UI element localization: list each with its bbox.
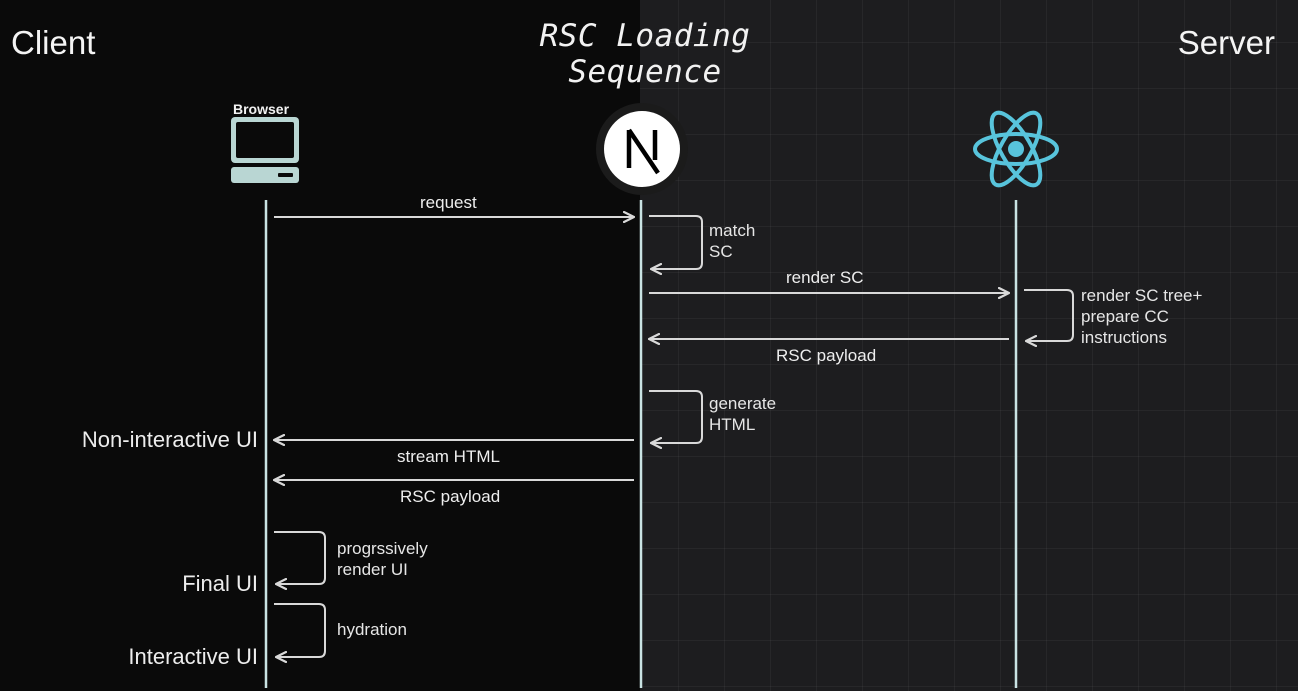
- render-tree-loop: [1024, 289, 1074, 341]
- rsc-payload-to-browser-label: RSC payload: [400, 487, 501, 506]
- server-background-grid: [640, 0, 1298, 691]
- progressive-render-note-line: render UI: [337, 560, 408, 579]
- hydration-note-line: hydration: [337, 620, 407, 639]
- match-sc-loop: [649, 215, 703, 269]
- hydration-loop: [274, 603, 326, 657]
- render-tree-note-line: prepare CC: [1081, 307, 1169, 326]
- computer-monitor-icon: [231, 117, 299, 183]
- final-ui-label: Final UI: [182, 571, 258, 596]
- request-label: request: [420, 193, 477, 212]
- nextjs-logo-icon: [596, 103, 688, 195]
- render-sc-label: render SC: [786, 268, 864, 287]
- hydration-note: hydration: [337, 619, 407, 640]
- non-interactive-ui-label: Non-interactive UI: [81, 427, 258, 452]
- client-background: [0, 0, 640, 691]
- stream-html-label: stream HTML: [397, 447, 500, 466]
- diagram-title: RSC Loading Sequence: [539, 18, 751, 90]
- progressive-render-loop: [274, 531, 326, 584]
- browser-label: Browser: [233, 101, 290, 117]
- server-label: Server: [1177, 24, 1275, 61]
- render-tree-note-line: instructions: [1081, 328, 1167, 347]
- generate-html-loop: [649, 390, 703, 443]
- match-sc-note-line: SC: [709, 242, 733, 261]
- generate-html-note-line: generate: [709, 394, 777, 413]
- react-logo-icon: [973, 110, 1059, 188]
- generate-html-note: generate HTML: [709, 393, 776, 435]
- match-sc-note: match SC: [709, 220, 755, 262]
- progressive-render-note-line: progrssively: [337, 539, 428, 558]
- rsc-payload-label: RSC payload: [776, 346, 877, 365]
- match-sc-note-line: match: [709, 221, 756, 240]
- interactive-ui-label: Interactive UI: [128, 644, 258, 669]
- generate-html-note-line: HTML: [709, 415, 756, 434]
- progressive-render-note: progrssively render UI: [337, 538, 428, 580]
- render-tree-note: render SC tree+ prepare CC instructions: [1081, 285, 1202, 348]
- render-tree-note-line: render SC tree+: [1081, 286, 1203, 305]
- client-label: Client: [11, 24, 96, 61]
